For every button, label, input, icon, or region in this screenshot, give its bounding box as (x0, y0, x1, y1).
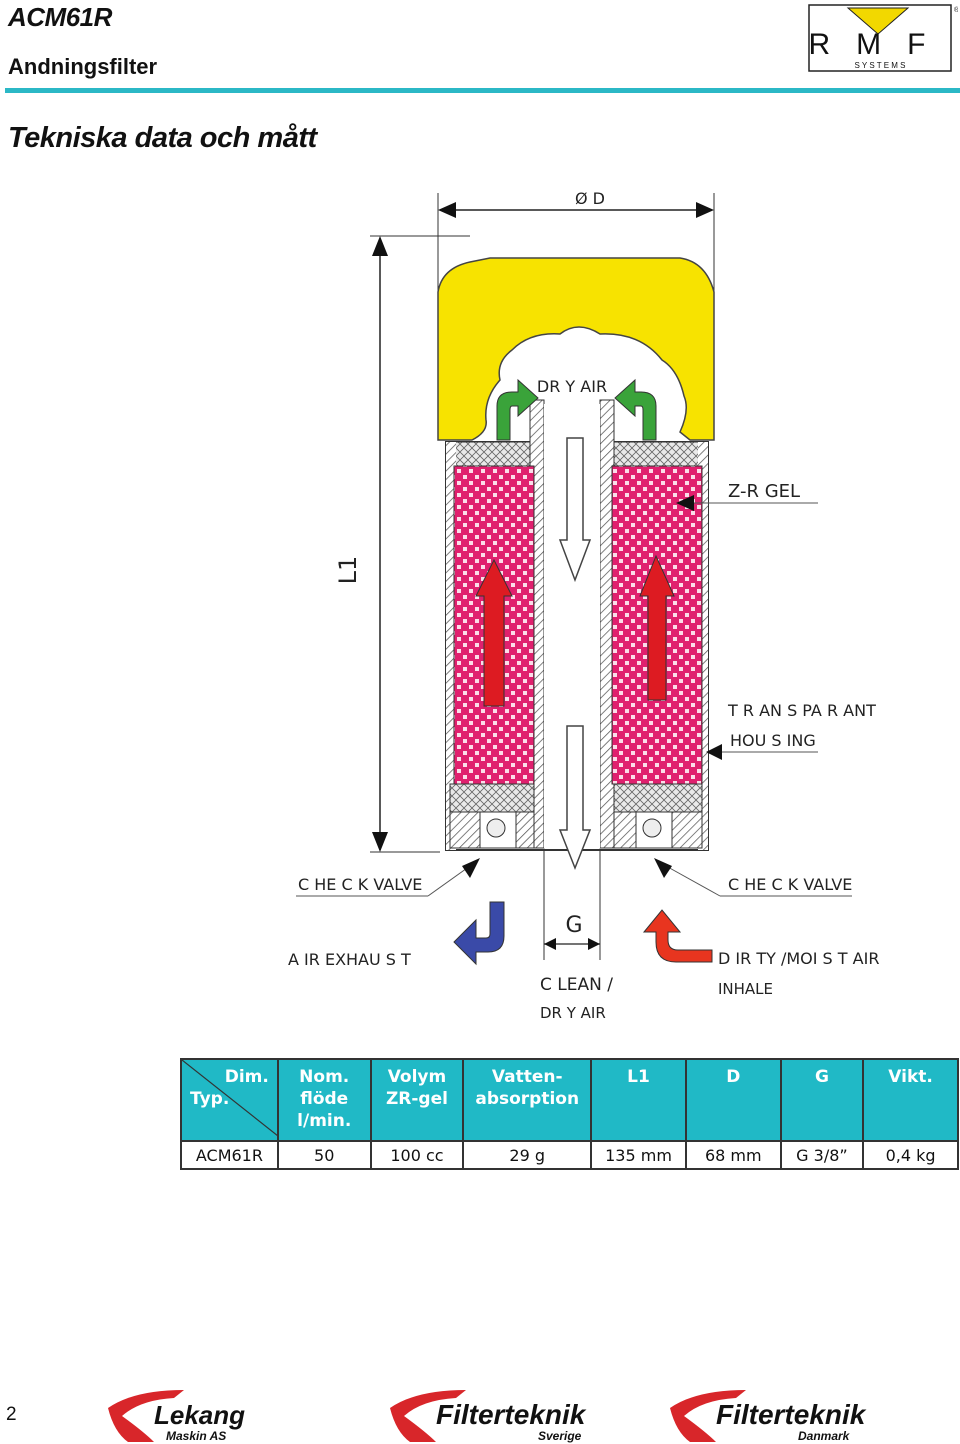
header-label: Vatten- absorption (475, 1067, 580, 1109)
header-g: G (779, 1058, 865, 1142)
filterteknik-dk-name: Filterteknik (716, 1399, 867, 1430)
header-label: L1 (627, 1067, 650, 1087)
spec-table: Dim. Typ. Nom. flöde l/min. Volym ZR-gel… (180, 1058, 959, 1170)
cell-absorption: 29 g (462, 1140, 593, 1170)
lekang-name: Lekang (154, 1400, 245, 1430)
filterteknik-sverige-logo: Filterteknik Sverige (390, 1390, 587, 1443)
label-air-exhaust: A IR EXHAU S T (288, 950, 411, 969)
header-d: D (684, 1058, 782, 1142)
cell-g: G 3/8” (779, 1140, 865, 1170)
label-check-valve-left: C HE C K VALVE (298, 875, 422, 894)
label-zr-gel: Z-R GEL (728, 481, 800, 502)
filter-diagram: Ø D L1 DR Y AIR Z-R GEL T R AN S PA R AN… (288, 189, 879, 1022)
cell-volume: 100 cc (369, 1140, 465, 1170)
cell-d: 68 mm (684, 1140, 782, 1170)
header-volume: Volym ZR-gel (369, 1058, 465, 1142)
dim-diameter: Ø D (575, 189, 605, 208)
label-check-valve-right: C HE C K VALVE (728, 875, 852, 894)
table-header-row: Dim. Typ. Nom. flöde l/min. Volym ZR-gel… (180, 1058, 959, 1142)
dim-length: L1 (334, 556, 362, 585)
label-dirty-2: INHALE (718, 980, 773, 998)
corner-cell: Dim. Typ. (180, 1058, 279, 1142)
cell-weight: 0,4 kg (862, 1140, 959, 1170)
model-title: ACM61R (8, 2, 112, 32)
filterteknik-dk-sub: Danmark (798, 1429, 851, 1443)
header-rule (5, 88, 960, 93)
product-subtitle: Andningsfilter (8, 54, 158, 79)
header-l1: L1 (590, 1058, 687, 1142)
rmf-logo: RMF S Y S T E M S ® (808, 4, 958, 72)
corner-diagonal (182, 1060, 278, 1136)
cell-type: ACM61R (180, 1140, 279, 1170)
table-row: ACM61R 50 100 cc 29 g 135 mm 68 mm G 3/8… (180, 1140, 959, 1170)
filterteknik-se-name: Filterteknik (436, 1399, 587, 1430)
cell-l1: 135 mm (590, 1140, 687, 1170)
page-number: 2 (6, 1404, 17, 1425)
header-absorption: Vatten- absorption (462, 1058, 593, 1142)
svg-text:®: ® (954, 6, 958, 14)
header-label: D (726, 1067, 741, 1087)
cell-flow: 50 (276, 1140, 372, 1170)
header-flow: Nom. flöde l/min. (276, 1058, 372, 1142)
corner-typ: Typ. (190, 1089, 230, 1109)
dim-thread: G (565, 913, 582, 938)
label-transparent-2: HOU S ING (730, 731, 816, 750)
filterteknik-danmark-logo: Filterteknik Danmark (670, 1390, 867, 1443)
label-transparent-1: T R AN S PA R ANT (727, 701, 876, 720)
label-clean-1: C LEAN / (540, 975, 613, 995)
filterteknik-se-sub: Sverige (538, 1429, 582, 1443)
lekang-logo: Lekang Maskin AS (108, 1390, 245, 1443)
header-weight: Vikt. (862, 1058, 959, 1142)
corner-dim: Dim. (224, 1067, 269, 1087)
label-clean-2: DR Y AIR (540, 1004, 606, 1022)
logo-letters: RMF (809, 28, 952, 61)
header-label: G (814, 1067, 829, 1087)
section-title: Tekniska data och mått (8, 122, 317, 154)
header-label: Vikt. (888, 1067, 933, 1087)
label-dirty-1: D IR TY /MOI S T AIR (718, 949, 879, 968)
logo-systems: S Y S T E M S (855, 61, 906, 70)
label-dry-air-top: DR Y AIR (537, 377, 607, 396)
header-label: Nom. flöde l/min. (297, 1067, 352, 1131)
lekang-sub: Maskin AS (166, 1429, 226, 1443)
header-label: Volym ZR-gel (385, 1067, 448, 1109)
